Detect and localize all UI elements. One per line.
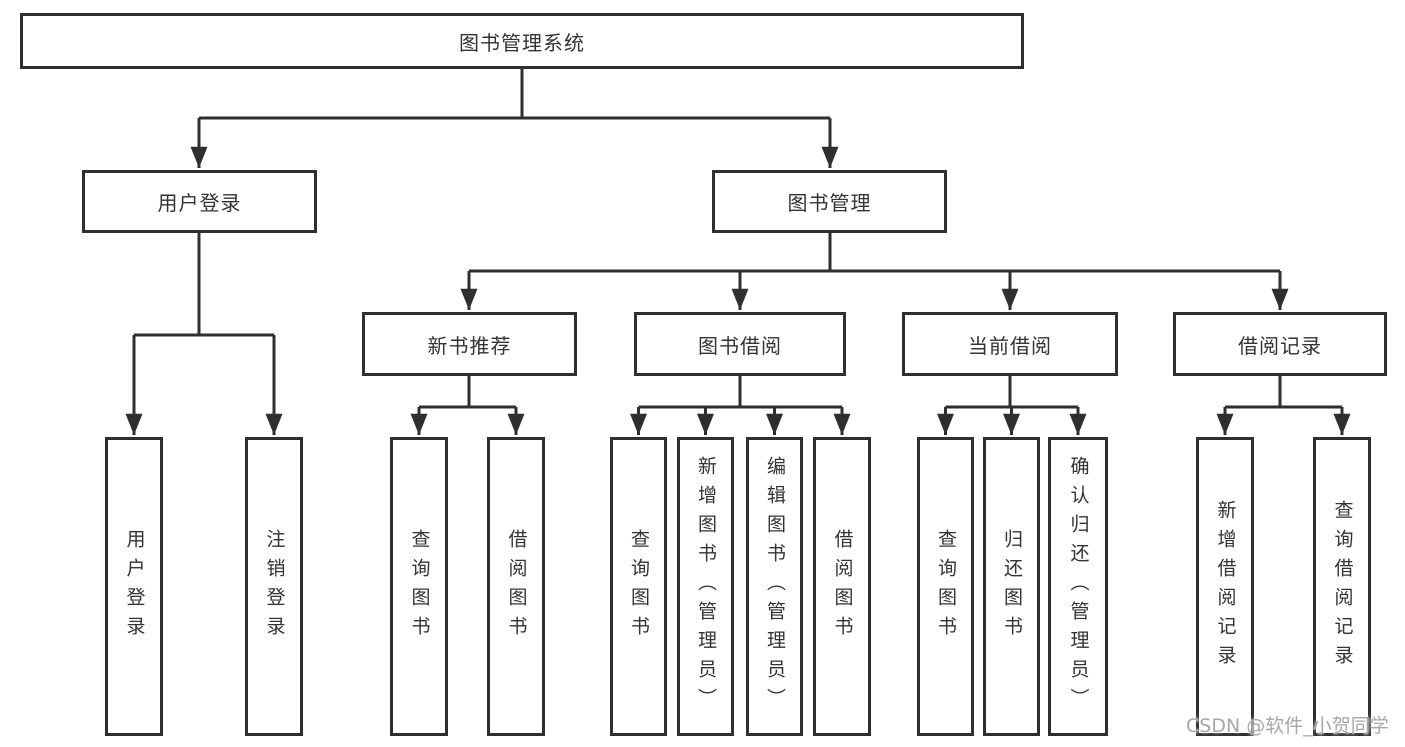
node-book-management: 图书管理: [712, 170, 947, 233]
leaf-edit-book-admin-label: 编辑图书（管理员）: [764, 456, 786, 717]
leaf-query-books-2-label: 查询图书: [628, 528, 650, 645]
leaf-borrow-books-2: 借阅图书: [813, 437, 871, 736]
leaf-borrow-books-1: 借阅图书: [487, 437, 545, 736]
leaf-edit-book-admin: 编辑图书（管理员）: [746, 437, 803, 736]
leaf-confirm-return-admin: 确认归还（管理员）: [1048, 437, 1108, 736]
leaf-borrow-books-2-label: 借阅图书: [831, 528, 854, 645]
leaf-query-books-3-label: 查询图书: [935, 528, 957, 645]
node-user-login: 用户登录: [82, 170, 317, 233]
leaf-add-borrow-record: 新增借阅记录: [1196, 437, 1254, 736]
node-borrowing-records: 借阅记录: [1173, 312, 1387, 376]
csdn-watermark: CSDN @软件_小贺同学: [1186, 715, 1389, 737]
node-book-management-label: 图书管理: [787, 191, 872, 215]
node-new-book-recommend-label: 新书推荐: [427, 333, 512, 358]
node-book-borrowing-label: 图书借阅: [698, 333, 782, 358]
node-current-borrowing-label: 当前借阅: [968, 333, 1052, 358]
leaf-user-login-label: 用户登录: [123, 528, 146, 645]
node-root-system-label: 图书管理系统: [459, 30, 585, 55]
leaf-add-borrow-record-label: 新增借阅记录: [1214, 499, 1237, 674]
leaf-query-books-1-label: 查询图书: [408, 528, 431, 645]
leaf-query-books-2: 查询图书: [610, 437, 667, 736]
node-borrowing-records-label: 借阅记录: [1238, 333, 1322, 358]
leaf-query-borrow-record-label: 查询借阅记录: [1331, 499, 1354, 674]
node-new-book-recommend: 新书推荐: [362, 312, 577, 376]
leaf-return-book: 归还图书: [983, 437, 1040, 736]
leaf-user-login: 用户登录: [105, 437, 163, 736]
leaf-logout: 注销登录: [245, 437, 303, 736]
leaf-query-books-3: 查询图书: [917, 437, 974, 736]
leaf-borrow-books-1-label: 借阅图书: [505, 528, 528, 645]
leaf-query-books-1: 查询图书: [390, 437, 448, 736]
leaf-return-book-label: 归还图书: [1001, 528, 1023, 645]
leaf-query-borrow-record: 查询借阅记录: [1313, 437, 1371, 736]
node-user-login-label: 用户登录: [157, 191, 242, 215]
leaf-add-book-admin-label: 新增图书（管理员）: [695, 456, 717, 717]
node-book-borrowing: 图书借阅: [634, 312, 846, 376]
leaf-add-book-admin: 新增图书（管理员）: [677, 437, 734, 736]
node-root-system: 图书管理系统: [20, 13, 1024, 69]
node-current-borrowing: 当前借阅: [902, 312, 1118, 376]
leaf-logout-label: 注销登录: [263, 528, 286, 645]
leaf-confirm-return-admin-label: 确认归还（管理员）: [1067, 456, 1090, 717]
